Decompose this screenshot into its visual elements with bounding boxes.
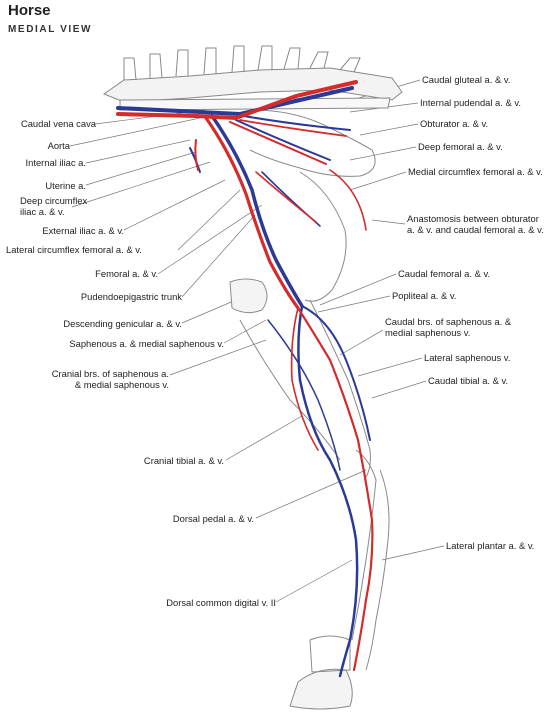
label-internal-iliac: Internal iliac a. bbox=[25, 157, 86, 168]
label-caudal-gluteal: Caudal gluteal a. & v. bbox=[422, 74, 511, 85]
vertebral-column bbox=[102, 45, 403, 111]
label-deep-circumflex-iliac-1: Deep circumflex bbox=[20, 195, 88, 206]
label-dorsal-pedal: Dorsal pedal a. & v. bbox=[172, 513, 254, 524]
veins bbox=[116, 86, 371, 678]
label-internal-pudendal: Internal pudendal a. & v. bbox=[420, 97, 521, 108]
bone-outlines bbox=[229, 109, 390, 710]
view-subtitle: MEDIAL VIEW bbox=[8, 24, 93, 35]
label-lateral-saphenous: Lateral saphenous v. bbox=[424, 352, 511, 363]
label-anastomosis-2: a. & v. and caudal femoral a. & v. bbox=[407, 224, 544, 235]
label-lateral-plantar: Lateral plantar a. & v. bbox=[446, 540, 535, 551]
label-cranial-tibial: Cranial tibial a. & v. bbox=[143, 455, 224, 466]
label-obturator: Obturator a. & v. bbox=[420, 118, 489, 129]
label-dorsal-common-digital: Dorsal common digital v. II bbox=[166, 597, 276, 608]
label-caudal-tibial: Caudal tibial a. & v. bbox=[428, 375, 509, 386]
label-femoral: Femoral a. & v. bbox=[95, 268, 158, 279]
label-cranial-brs-2: & medial saphenous v. bbox=[74, 379, 169, 390]
label-lateral-circumflex-femoral: Lateral circumflex femoral a. & v. bbox=[6, 244, 142, 255]
label-caudal-brs-1: Caudal brs. of saphenous a. & bbox=[385, 316, 512, 327]
label-uterine: Uterine a. bbox=[45, 180, 86, 191]
label-descending-genicular: Descending genicular a. & v. bbox=[63, 318, 182, 329]
label-cranial-brs-1: Cranial brs. of saphenous a. bbox=[51, 368, 169, 379]
label-deep-femoral: Deep femoral a. & v. bbox=[418, 141, 503, 152]
label-saphenous: Saphenous a. & medial saphenous v. bbox=[69, 338, 224, 349]
page-title: Horse bbox=[8, 2, 51, 19]
label-medial-circumflex-femoral: Medial circumflex femoral a. & v. bbox=[408, 166, 543, 177]
label-popliteal: Popliteal a. & v. bbox=[392, 290, 457, 301]
label-caudal-brs-2: medial saphenous v. bbox=[385, 327, 471, 338]
arteries bbox=[116, 80, 374, 672]
label-anastomosis-1: Anastomosis between obturator bbox=[407, 213, 539, 224]
label-caudal-vena-cava: Caudal vena cava bbox=[20, 118, 96, 129]
label-caudal-femoral: Caudal femoral a. & v. bbox=[398, 268, 491, 279]
label-external-iliac: External iliac a. & v. bbox=[42, 225, 124, 236]
label-deep-circumflex-iliac-2: iliac a. & v. bbox=[20, 206, 65, 217]
label-pudendoepigastric: Pudendoepigastric trunk bbox=[80, 291, 182, 302]
label-aorta: Aorta bbox=[47, 140, 70, 151]
